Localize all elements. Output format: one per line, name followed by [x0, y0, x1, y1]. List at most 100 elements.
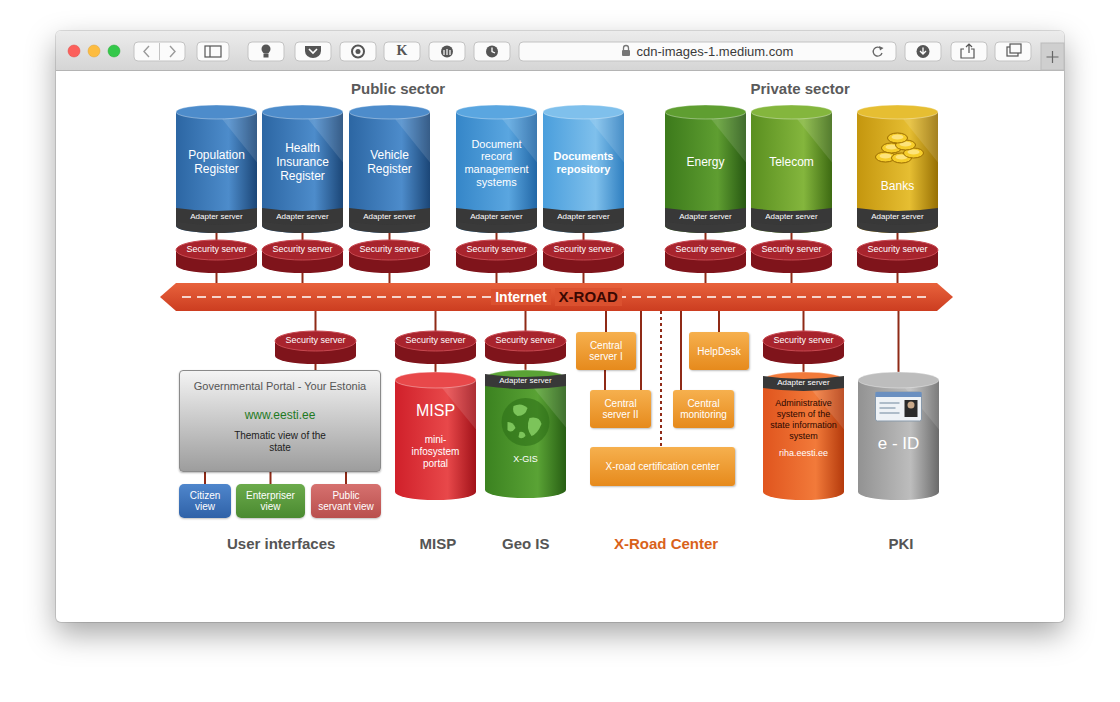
admin-cylinder: Administrative system of the state infor… — [763, 372, 844, 500]
register-cylinder: Documents repositoryAdapter server — [543, 105, 624, 233]
register-cylinder: TelecomAdapter server — [751, 105, 832, 233]
connector-line — [803, 311, 805, 331]
connector-line — [718, 311, 720, 332]
node-text: Security server — [495, 335, 555, 346]
portal-box: Governmental Portal - Your Estonia www.ee… — [179, 370, 381, 472]
section-heading: Public sector — [351, 80, 445, 97]
node-text: Security server — [359, 244, 419, 255]
view-button: Public servant view — [311, 484, 381, 518]
node-text: Banks — [881, 180, 914, 194]
security-server: Security server — [485, 331, 566, 364]
node-text: e - ID — [878, 434, 920, 454]
gis-cylinder: X-GIS Adapter server — [485, 370, 566, 498]
register-cylinder: Document record management systemsAdapte… — [456, 105, 537, 233]
adapter-server: Adapter server — [485, 374, 566, 386]
connector-line — [216, 273, 218, 283]
node-text: X-GIS — [513, 454, 538, 464]
node-text: Adapter server — [470, 212, 522, 221]
node-text: Internet — [491, 289, 550, 305]
node-text: Adapter server — [679, 212, 731, 221]
node-text: Document record management systems — [460, 138, 533, 189]
security-server: Security server — [176, 240, 257, 273]
node-text: Security server — [272, 244, 332, 255]
register-cylinder: BanksAdapter server — [857, 105, 938, 233]
security-server: Security server — [763, 331, 844, 364]
node-text: Thematic view of the state — [225, 430, 335, 453]
central-server: Central server I — [576, 332, 636, 370]
group-label: PKI — [889, 535, 914, 552]
connector-line — [315, 311, 317, 331]
connector-line — [525, 311, 527, 331]
connector-line — [680, 311, 682, 390]
connector-line — [897, 273, 899, 283]
register-cylinder: Population RegisterAdapter server — [176, 105, 257, 233]
connector-line — [583, 233, 585, 240]
node-text: Adapter server — [871, 212, 923, 221]
connector-line — [216, 233, 218, 240]
node-text: Public servant view — [315, 490, 377, 512]
security-server: Security server — [751, 240, 832, 273]
group-label: X-Road Center — [614, 535, 718, 552]
connector-line — [791, 233, 793, 240]
bcyl-shape — [485, 370, 566, 498]
connector-line — [705, 233, 707, 240]
node-text: Security server — [675, 244, 735, 255]
security-server: Security server — [665, 240, 746, 273]
connector-line — [605, 311, 607, 332]
adapter-server: Adapter server — [665, 208, 746, 222]
node-text: Adapter server — [499, 376, 551, 385]
connector-line — [660, 311, 662, 447]
connector-line — [345, 472, 347, 484]
node-text: Security server — [466, 244, 526, 255]
connector-line — [302, 273, 304, 283]
adapter-server: Adapter server — [751, 208, 832, 222]
node-text: Central server II — [594, 398, 647, 420]
node-text: Governmental Portal - Your Estonia — [194, 380, 366, 393]
connector-line — [302, 233, 304, 240]
connector-line — [898, 311, 900, 372]
node-text: Health Insurance Register — [266, 142, 339, 183]
node-text: X-road certification center — [606, 461, 720, 472]
node-text: Security server — [405, 335, 465, 346]
bcyl-outline — [485, 370, 566, 498]
toolbar-letter: K — [397, 43, 408, 59]
node-text: mini- infosystem portal — [405, 434, 467, 470]
node-text: Adapter server — [777, 378, 829, 387]
group-label: Geo IS — [502, 535, 550, 552]
node-text: Adapter server — [276, 212, 328, 221]
view-button: Citizen view — [179, 484, 231, 518]
node-text: Central monitoring — [677, 398, 730, 420]
node-text: X-ROAD — [555, 288, 622, 305]
url-text: cdn-images-1.medium.com — [637, 44, 794, 59]
connector-line — [435, 311, 437, 331]
connector-line — [705, 273, 707, 283]
node-text: www.eesti.ee — [245, 409, 316, 423]
node-text: Vehicle Register — [353, 149, 426, 177]
adapter-server: Adapter server — [176, 208, 257, 222]
connector-line — [270, 472, 272, 484]
node-text: Security server — [553, 244, 613, 255]
adapter-server: Adapter server — [543, 208, 624, 222]
security-server: Security server — [543, 240, 624, 273]
node-text: Enterpriser view — [240, 490, 301, 512]
connector-line — [604, 370, 606, 390]
view-button: Enterpriser view — [236, 484, 305, 518]
security-server: Security server — [857, 240, 938, 273]
adapter-server: Adapter server — [857, 208, 938, 222]
node-text: Security server — [867, 244, 927, 255]
node-text: riha.eesti.ee — [779, 448, 828, 458]
adapter-server: Adapter server — [262, 208, 343, 222]
connector-line — [897, 233, 899, 240]
node-text: HelpDesk — [697, 346, 740, 357]
register-cylinder: EnergyAdapter server — [665, 105, 746, 233]
security-server: Security server — [262, 240, 343, 273]
register-cylinder: Vehicle RegisterAdapter server — [349, 105, 430, 233]
x-road-bus: Internet X-ROAD — [160, 283, 953, 311]
node-text: Documents repository — [547, 150, 620, 175]
node-text: Population Register — [180, 149, 253, 177]
connector-line — [803, 364, 805, 372]
security-server: Security server — [456, 240, 537, 273]
section-heading: Private sector — [751, 80, 850, 97]
